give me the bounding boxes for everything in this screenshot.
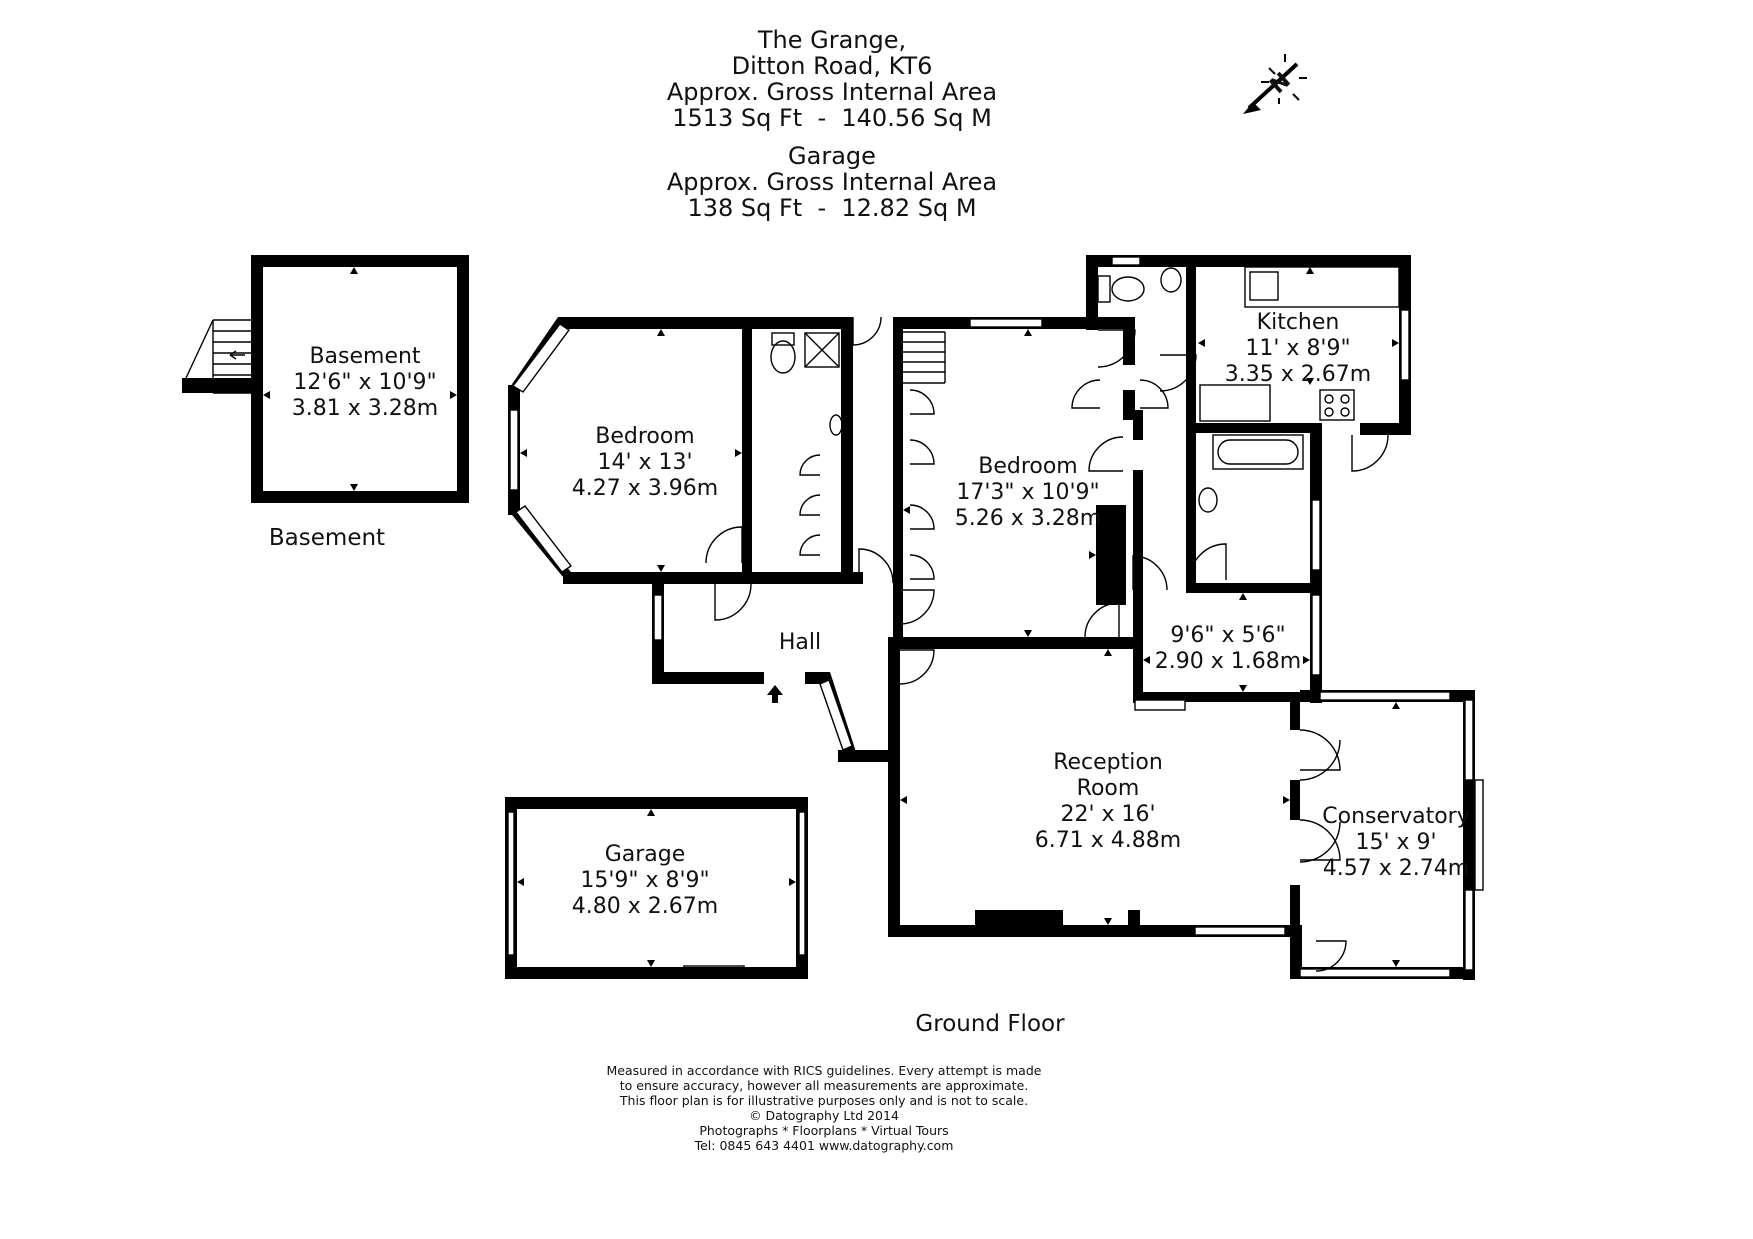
garage-room-imperial: 15'9" x 8'9" xyxy=(580,868,709,893)
footer-line-6: Tel: 0845 643 4401 www.datography.com xyxy=(694,1138,954,1153)
north-label: N xyxy=(1265,68,1295,99)
toilet-icon-2 xyxy=(1097,275,1145,303)
doors xyxy=(705,316,1389,972)
garage-plan: Garage 15'9" x 8'9" 4.80 x 2.67m xyxy=(505,797,808,979)
bedroom2-imperial: 17'3" x 10'9" xyxy=(956,480,1099,505)
disclaimer-footer: Measured in accordance with RICS guideli… xyxy=(607,1063,1042,1153)
shower-icon xyxy=(804,332,840,368)
north-arrow-icon: N xyxy=(1243,54,1307,114)
header-line-2: Ditton Road, KT6 xyxy=(732,52,933,80)
basement-room-imperial: 12'6" x 10'9" xyxy=(293,370,436,395)
ground-stairs-icon xyxy=(903,331,946,384)
property-header: The Grange, Ditton Road, KT6 Approx. Gro… xyxy=(667,26,997,222)
room-labels: Bedroom 14' x 13' 4.27 x 3.96m Bedroom 1… xyxy=(572,310,1470,881)
conservatory-metric: 4.57 x 2.74m xyxy=(1323,856,1469,881)
dimension-arrows xyxy=(520,267,1400,967)
hob-icon xyxy=(1319,389,1355,421)
kitchen-imperial: 11' x 8'9" xyxy=(1245,336,1350,361)
hall-name: Hall xyxy=(779,630,821,655)
reception-imperial: 22' x 16' xyxy=(1060,802,1155,827)
footer-line-4: © Datography Ltd 2014 xyxy=(749,1108,899,1123)
kitchen-counter-lower xyxy=(1199,384,1271,422)
garage-room-metric: 4.80 x 2.67m xyxy=(572,894,718,919)
header-line-3: Approx. Gross Internal Area xyxy=(667,78,997,106)
bath-icon xyxy=(1212,434,1304,470)
bedroom1-metric: 4.27 x 3.96m xyxy=(572,476,718,501)
basement-stairs-icon xyxy=(182,319,252,394)
bathroom-basin-icon xyxy=(1198,487,1218,513)
basin-icon xyxy=(829,414,843,436)
footer-line-2: to ensure accuracy, however all measurem… xyxy=(620,1078,1029,1093)
footer-line-3: This floor plan is for illustrative purp… xyxy=(619,1093,1028,1108)
basement-room-name: Basement xyxy=(309,344,420,369)
reception-name: Reception xyxy=(1053,750,1163,775)
fixtures xyxy=(767,266,1400,703)
toilet-icon xyxy=(770,332,796,374)
conservatory-name: Conservatory xyxy=(1322,804,1469,829)
header-line-1: The Grange, xyxy=(757,26,906,54)
kitchen-counter-icon xyxy=(1244,266,1400,308)
garage-room-name: Garage xyxy=(605,842,686,867)
conservatory-imperial: 15' x 9' xyxy=(1355,830,1436,855)
garage-header-line-3: 138 Sq Ft - 12.82 Sq M xyxy=(687,194,976,222)
basement-room-metric: 3.81 x 3.28m xyxy=(292,396,438,421)
kitchen-metric: 3.35 x 2.67m xyxy=(1225,362,1371,387)
utility-imperial: 9'6" x 5'6" xyxy=(1170,623,1285,648)
bedroom2-name: Bedroom xyxy=(978,454,1078,479)
garage-header-line-2: Approx. Gross Internal Area xyxy=(667,168,997,196)
kitchen-sink-icon xyxy=(1249,271,1279,301)
bedroom2-metric: 5.26 x 3.28m xyxy=(955,506,1101,531)
footer-line-1: Measured in accordance with RICS guideli… xyxy=(607,1063,1042,1078)
header-line-4: 1513 Sq Ft - 140.56 Sq M xyxy=(672,104,992,132)
cloakroom-basin-icon xyxy=(1160,267,1182,293)
bedroom1-name: Bedroom xyxy=(595,424,695,449)
utility-metric: 2.90 x 1.68m xyxy=(1155,649,1301,674)
bedroom1-imperial: 14' x 13' xyxy=(597,450,692,475)
footer-line-5: Photographs * Floorplans * Virtual Tours xyxy=(699,1123,948,1138)
reception-name-2: Room xyxy=(1077,776,1140,801)
entrance-arrow-icon xyxy=(767,685,783,703)
kitchen-name: Kitchen xyxy=(1257,310,1340,335)
basement-floor-label: Basement xyxy=(269,525,385,551)
windows xyxy=(509,256,1484,978)
reception-metric: 6.71 x 4.88m xyxy=(1035,828,1181,853)
ground-floor-label: Ground Floor xyxy=(915,1011,1065,1037)
basement-plan: Basement 12'6" x 10'9" 3.81 x 3.28m Base… xyxy=(182,255,469,551)
garage-header-line-1: Garage xyxy=(788,142,876,170)
